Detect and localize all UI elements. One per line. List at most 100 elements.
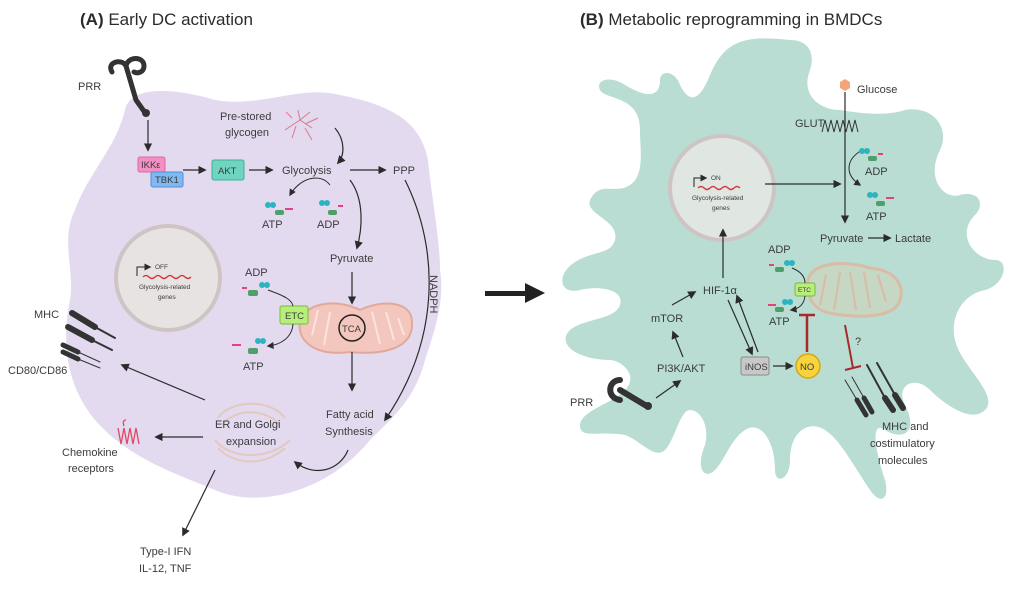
pyruvate-b-label: Pyruvate <box>820 233 863 245</box>
arrow-inos-hif <box>735 294 759 353</box>
mitochondrion-b-icon <box>805 262 903 318</box>
atp-b-etc-label: ATP <box>769 316 790 328</box>
dna-icon <box>142 274 192 280</box>
dna-b-icon <box>697 185 741 191</box>
atp-b-etc-molecule-icon <box>768 299 793 312</box>
mhc-molecule-icon <box>65 310 116 351</box>
cd80-cd86-molecule-icon <box>60 342 101 369</box>
no-circle <box>795 353 821 379</box>
glucose-label: Glucose <box>857 84 897 96</box>
nucleus-b-genes-2: genes <box>712 205 730 212</box>
promoter-arrow-b-icon <box>693 174 708 187</box>
arrow-er-mhc <box>120 363 206 401</box>
arrow-etc-atp-b <box>791 267 806 310</box>
arrow-er-cytokines <box>182 469 216 537</box>
tca-cycle-icon <box>338 314 366 342</box>
atp-etc-molecule-icon <box>232 338 266 354</box>
tbk1-label: TBK1 <box>155 175 179 186</box>
hif-label: HIF-1α <box>703 285 738 297</box>
nucleus-b-genes-1: Glycolysis-related <box>692 195 744 202</box>
etc-b-label: ETC <box>798 287 811 294</box>
lactate-label: Lactate <box>895 233 931 245</box>
mitochondrion-b-cristae <box>819 271 887 311</box>
cd80-cd86-label: CD80/CD86 <box>8 365 67 377</box>
prr-b-label: PRR <box>570 397 593 409</box>
ikke-label: IKKε <box>141 160 161 171</box>
transition-arrow <box>485 283 545 303</box>
mhc-label: MHC <box>34 309 59 321</box>
arrow-adp-atp-top <box>289 177 331 197</box>
chemokine-label-1: Chemokine <box>62 447 118 459</box>
ppp-label: PPP <box>393 165 415 177</box>
panel-b-title: (B) Metabolic reprogramming in BMDCs <box>580 10 882 29</box>
chemokine-receptor-icon <box>117 419 140 445</box>
glycogen-label-1: Pre-stored <box>220 111 271 123</box>
etc-a-label: ETC <box>285 311 304 322</box>
arrow-etc-atp <box>268 289 294 346</box>
arrow-hif-inos <box>727 299 754 356</box>
akt-label: AKT <box>218 166 237 177</box>
atp-top-label: ATP <box>262 219 283 231</box>
promoter-arrow-icon <box>136 263 152 276</box>
pyruvate-label: Pyruvate <box>330 253 373 265</box>
glucose-icon <box>840 79 850 91</box>
arrow-adp-atp-b <box>848 149 863 186</box>
nucleus-a <box>114 224 222 332</box>
etc-a-box <box>279 305 309 325</box>
arrow-prr-pi3k <box>655 380 682 399</box>
glycogen-icon <box>284 109 319 141</box>
er-golgi-label-2: expansion <box>226 436 276 448</box>
arrow-glycolysis-pyruvate <box>349 179 363 250</box>
arrow-ppp-fatty-acid <box>384 179 430 422</box>
mhc-b-label-2: costimulatory <box>870 438 935 450</box>
er-golgi-label-1: ER and Golgi <box>215 419 280 431</box>
mitochondrion-a-cristae <box>311 309 405 346</box>
prr-label: PRR <box>78 81 101 93</box>
nucleus-a-state: OFF <box>155 264 168 271</box>
nucleus-a-genes-1: Glycolysis-related <box>139 284 191 291</box>
adp-b-etc-label: ADP <box>768 244 791 256</box>
inos-label: iNOS <box>745 362 768 373</box>
pi3k-label: PI3K/AKT <box>657 363 706 375</box>
panel-b: (B) Metabolic reprogramming in BMDCs Glu… <box>562 10 1004 499</box>
panel-a-title: (A) Early DC activation <box>80 10 253 29</box>
nucleus-a-genes-2: genes <box>158 294 176 301</box>
cytokine-label-2: IL-12, TNF <box>139 563 192 575</box>
fatty-acid-label-1: Fatty acid <box>326 409 374 421</box>
adp-top-label: ADP <box>317 219 340 231</box>
mtor-label: mTOR <box>651 313 683 325</box>
fatty-acid-label-2: Synthesis <box>325 426 373 438</box>
panel-a: (A) Early DC activation PRR IKKε TBK1 AK… <box>8 10 442 575</box>
inos-box <box>740 356 770 376</box>
akt-box <box>211 159 245 181</box>
no-label: NO <box>800 362 814 373</box>
mhc-costim-b-icon <box>844 362 906 418</box>
atp-molecule-icon <box>265 202 293 215</box>
chemokine-label-2: receptors <box>68 463 114 475</box>
tca-label: TCA <box>342 324 362 335</box>
arrow-fatty-acid-er <box>293 449 349 472</box>
glycolysis-label: Glycolysis <box>282 165 332 177</box>
inhibit-mhc <box>844 324 854 369</box>
adp-b-etc-molecule-icon <box>769 260 795 272</box>
question-label: ? <box>855 336 861 348</box>
atp-b-top-label: ATP <box>866 211 887 223</box>
adp-etc-label: ADP <box>245 267 268 279</box>
glycogen-label-2: glycogen <box>225 127 269 139</box>
atp-b-molecule-icon <box>867 192 894 206</box>
adp-b-top-label: ADP <box>865 166 888 178</box>
mitochondrion-a-icon <box>298 302 414 354</box>
arrow-mtor-hif <box>671 291 697 306</box>
nucleus-b-state: ON <box>711 175 721 182</box>
arrow-glycogen-glycolysis <box>334 127 346 165</box>
cytokine-label-1: Type-I IFN <box>140 546 191 558</box>
glut-label: GLUT <box>795 118 825 130</box>
mhc-b-label-1: MHC and <box>882 421 928 433</box>
adp-etc-molecule-icon <box>242 282 270 296</box>
er-golgi-icon <box>214 402 291 463</box>
mhc-b-label-3: molecules <box>878 455 928 467</box>
tbk1-box <box>150 171 184 188</box>
adp-b-molecule-icon <box>859 148 883 161</box>
prr-b-receptor-icon <box>607 377 652 410</box>
arrow-pi3k-mtor <box>671 330 684 358</box>
